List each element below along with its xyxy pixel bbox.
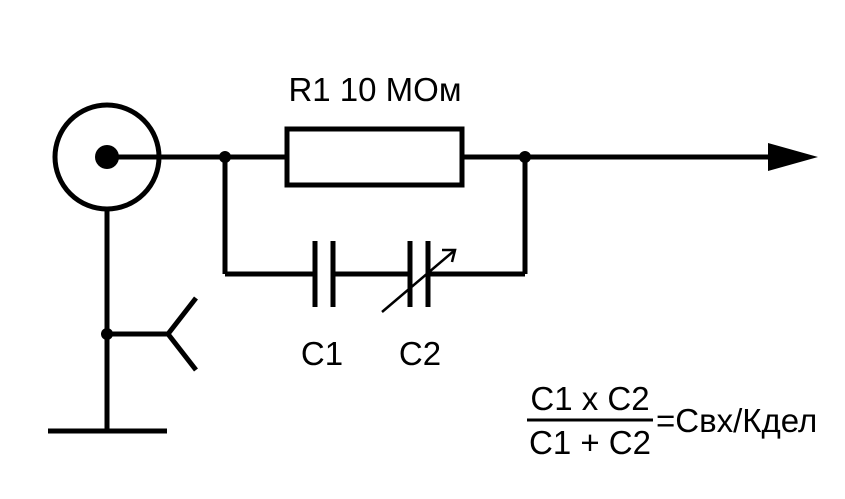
signal-line: [107, 143, 818, 171]
formula-denominator: C1 + C2: [529, 424, 651, 461]
output-arrow-icon: [768, 143, 818, 171]
capacitor-c2: [381, 241, 457, 313]
c2-label: C2: [399, 335, 441, 372]
ground-path: [48, 209, 198, 434]
resistor-r1: [284, 126, 465, 188]
formula-result: =Свх/Кдел: [656, 402, 817, 439]
c1-label: C1: [301, 335, 343, 372]
trimmer-arrowhead-icon: [442, 248, 457, 263]
trimmer-arrow-icon: [381, 249, 456, 313]
capacitor-c1: [312, 241, 336, 307]
resistor-label: R1 10 MOм: [288, 71, 461, 108]
formula: C1 x C2 C1 + C2 =Свх/Кдел: [527, 380, 817, 461]
formula-numerator: C1 x C2: [530, 380, 649, 417]
capacitor-branch: [222, 157, 528, 277]
